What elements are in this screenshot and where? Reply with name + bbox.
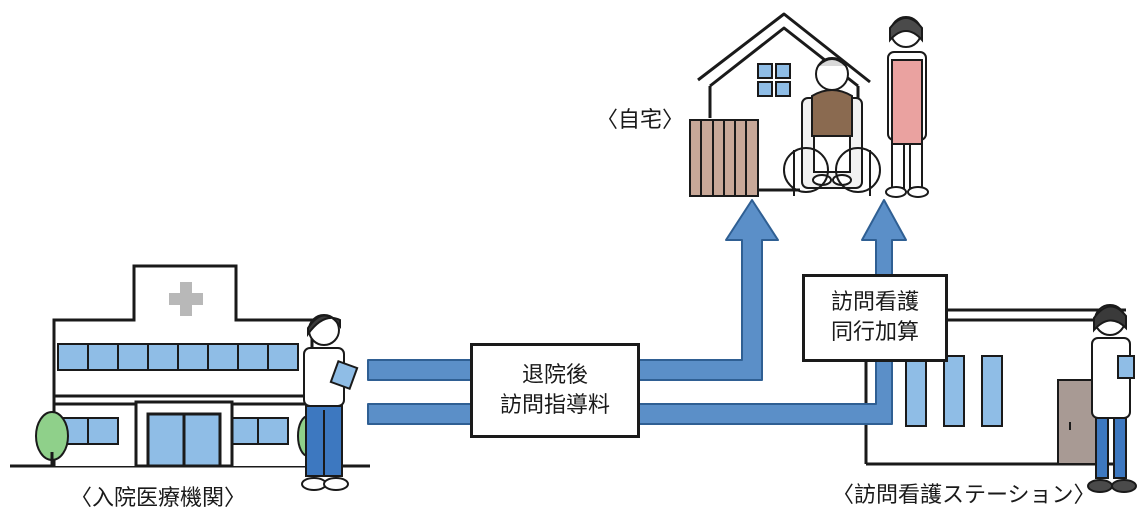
station-windows	[905, 355, 1003, 427]
station-nurse	[1087, 304, 1137, 493]
home-caregiver	[885, 16, 929, 198]
home-label: 〈自宅〉	[596, 108, 685, 133]
hospital-nurse	[301, 314, 359, 491]
hospital-entrance	[134, 400, 234, 468]
guidance-fee-box: 退院後 訪問指導料	[470, 343, 640, 438]
accompany-fee-line1: 訪問看護	[830, 290, 919, 315]
home-window	[757, 63, 791, 97]
accompany-fee-box: 訪問看護 同行加算	[802, 274, 948, 362]
home-fence	[689, 119, 800, 197]
station-label: 〈訪問看護ステーション〉	[832, 483, 1096, 507]
guidance-fee-line2: 訪問指導料	[499, 392, 610, 418]
hospital-label: 〈入院医療機関〉	[70, 486, 247, 507]
accompany-fee-line2: 同行加算	[830, 320, 919, 345]
guidance-fee-line1: 退院後	[521, 362, 588, 388]
hospital-cross-icon	[169, 282, 203, 316]
elderly-wheelchair-user	[783, 57, 881, 196]
